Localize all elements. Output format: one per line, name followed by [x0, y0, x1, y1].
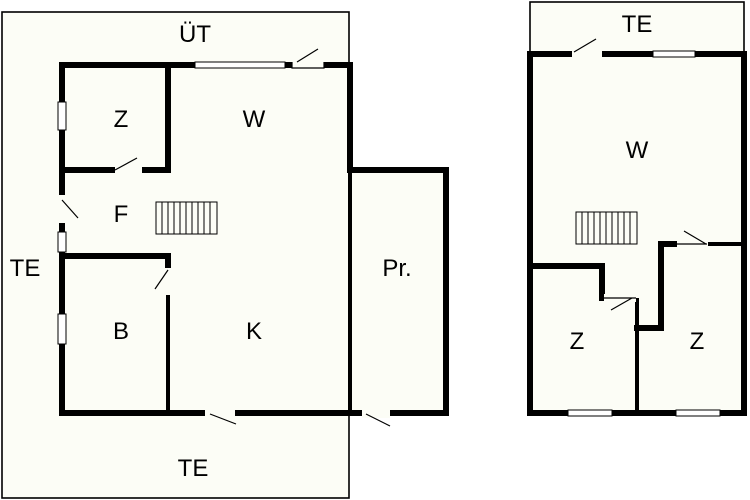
door-pr-bottom	[365, 413, 391, 427]
label-upper-room-z-right: Z	[690, 328, 705, 355]
door-gap-upper-top	[572, 50, 602, 59]
window-z-left	[57, 101, 67, 131]
ground-floor: ÜT TE TE Z W F B K Pr.	[1, 11, 449, 499]
wall-b-room-top	[59, 253, 171, 271]
door-gap-pr-bottom	[362, 409, 390, 418]
storage-walls	[347, 167, 449, 416]
door-gap-w-top	[292, 61, 324, 70]
window-w-top	[194, 61, 286, 69]
label-room-k: K	[246, 318, 262, 345]
window-z-right-bottom	[675, 409, 721, 417]
door-b	[154, 269, 169, 290]
stairs-ground	[155, 201, 218, 235]
wall-z-room	[59, 62, 171, 173]
label-room-z: Z	[114, 106, 129, 133]
door-gap-f	[56, 195, 66, 223]
door-z-right	[677, 230, 707, 245]
door-gap-b	[164, 268, 173, 295]
wall-z-left-top	[527, 263, 605, 301]
window-b-left	[57, 313, 67, 345]
door-z-left	[604, 297, 636, 311]
ground-wall-left-bottom	[59, 62, 353, 416]
door-f	[61, 199, 79, 219]
label-upper-room-z-left: Z	[570, 328, 585, 355]
wall-z-right-left	[634, 241, 680, 331]
stairs-upper	[575, 211, 638, 245]
upper-floor: TE W Z Z	[527, 1, 747, 417]
label-upper-terrace: TE	[622, 11, 653, 38]
door-gap-k-bottom	[205, 409, 235, 418]
ground-terrace-outline	[1, 11, 350, 499]
label-room-w: W	[243, 106, 266, 133]
label-terrace-left: TE	[10, 255, 41, 282]
door-k-bottom	[209, 413, 237, 425]
label-room-pr: Pr.	[382, 255, 411, 282]
label-terrace-top: ÜT	[179, 21, 211, 48]
label-room-f: F	[114, 201, 129, 228]
door-z	[114, 157, 138, 171]
ground-wall-top	[59, 62, 353, 173]
label-room-b: B	[113, 318, 129, 345]
door-upper-top	[573, 38, 597, 53]
label-terrace-bottom: TE	[178, 455, 209, 482]
window-z-left-bottom	[567, 409, 613, 417]
window-upper-top	[652, 50, 696, 58]
label-upper-room-w: W	[626, 137, 649, 164]
storage-floor	[349, 170, 446, 413]
door-gap-z	[115, 166, 142, 175]
door-w-top	[291, 48, 325, 69]
window-f-left	[57, 231, 67, 253]
